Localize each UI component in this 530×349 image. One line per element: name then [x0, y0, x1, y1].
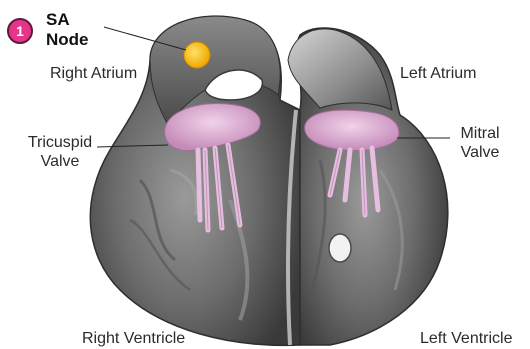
sa-node-title-line1: SA — [46, 10, 89, 30]
sa-node-title-line2: Node — [46, 30, 89, 50]
left-ventricle-label: Left Ventricle — [420, 329, 513, 348]
sa-node-title: SA Node — [46, 10, 89, 50]
mitral-label-line1: Mitral — [452, 124, 508, 143]
step-number-badge: 1 — [7, 18, 33, 44]
tricuspid-label-line2: Valve — [22, 152, 98, 171]
left-atrium-label: Left Atrium — [400, 64, 476, 83]
right-atrium-label: Right Atrium — [50, 64, 137, 83]
sa-node-marker — [184, 42, 210, 68]
tricuspid-label-line1: Tricuspid — [22, 133, 98, 152]
mitral-label-line2: Valve — [452, 143, 508, 162]
mitral-valve-label: Mitral Valve — [452, 124, 508, 162]
tricuspid-valve-label: Tricuspid Valve — [22, 133, 98, 171]
right-ventricle-label: Right Ventricle — [82, 329, 185, 348]
